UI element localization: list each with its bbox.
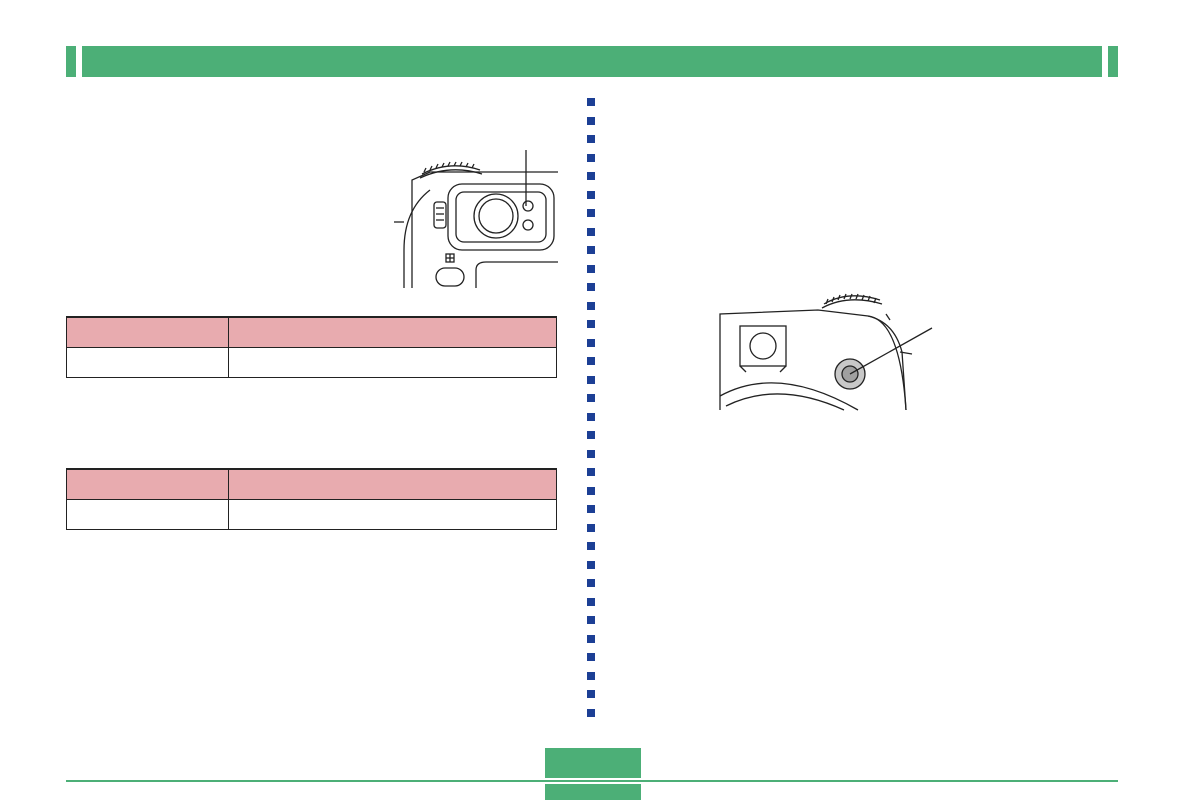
table-header-cell — [228, 316, 557, 348]
column-divider — [587, 98, 595, 727]
table-header-cell — [228, 468, 557, 500]
table-cell — [228, 499, 557, 530]
header-bar-left-block — [66, 46, 76, 77]
footer-line — [66, 780, 1118, 782]
table-header-cell — [66, 316, 229, 348]
table-header-row — [66, 316, 557, 348]
header-bar-right-block — [1108, 46, 1118, 77]
table-cell — [228, 347, 557, 378]
info-table-2 — [66, 468, 557, 530]
table-header-cell — [66, 468, 229, 500]
table-cell — [66, 347, 229, 378]
header-bar — [82, 46, 1102, 77]
camera-rear-viewfinder-illustration — [394, 150, 558, 288]
info-table-1 — [66, 316, 557, 378]
table-cell — [66, 499, 229, 530]
table-header-row — [66, 468, 557, 500]
table-row — [66, 499, 557, 530]
camera-front-button-illustration — [719, 293, 933, 411]
table-row — [66, 347, 557, 378]
page-number-tab-base — [545, 784, 641, 800]
page-number-tab — [545, 748, 641, 778]
